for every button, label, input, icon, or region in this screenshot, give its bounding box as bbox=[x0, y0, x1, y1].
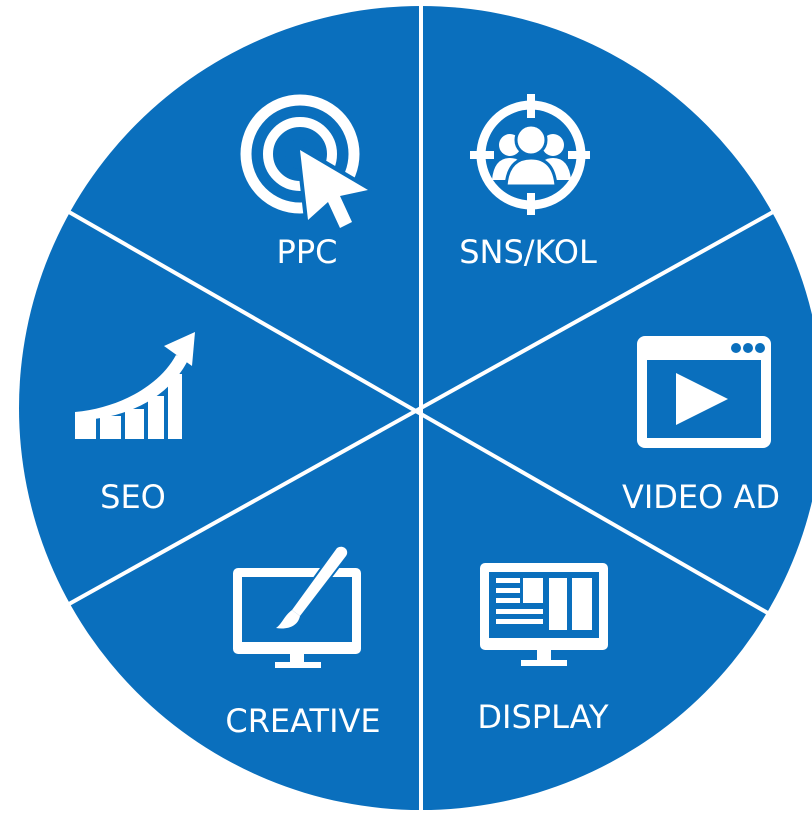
divider-diagonal-a bbox=[68, 210, 774, 618]
people-target-icon bbox=[470, 94, 590, 215]
segment-ppc[interactable]: PPC bbox=[240, 94, 372, 271]
monitor-brush-icon bbox=[233, 544, 361, 668]
segment-seo[interactable]: SEO bbox=[75, 332, 195, 516]
wheel-disc bbox=[19, 6, 812, 810]
segment-label-sns-kol: SNS/KOL bbox=[459, 233, 597, 271]
segment-label-ppc: PPC bbox=[277, 233, 338, 271]
segment-label-seo: SEO bbox=[100, 478, 166, 516]
growth-chart-icon bbox=[75, 332, 195, 439]
target-cursor-icon bbox=[240, 94, 372, 232]
monitor-layout-icon bbox=[480, 563, 608, 666]
video-player-icon bbox=[637, 336, 771, 448]
segment-label-video-ad: VIDEO AD bbox=[622, 478, 780, 516]
segment-creative[interactable]: CREATIVE bbox=[225, 544, 381, 740]
segment-video-ad[interactable]: VIDEO AD bbox=[622, 336, 780, 516]
segment-sns-kol[interactable]: SNS/KOL bbox=[459, 94, 597, 271]
segment-display[interactable]: DISPLAY bbox=[477, 563, 609, 736]
divider-diagonal-b bbox=[68, 210, 774, 606]
segment-label-creative: CREATIVE bbox=[225, 702, 380, 740]
segment-dividers bbox=[68, 0, 774, 816]
segment-label-display: DISPLAY bbox=[477, 698, 609, 736]
